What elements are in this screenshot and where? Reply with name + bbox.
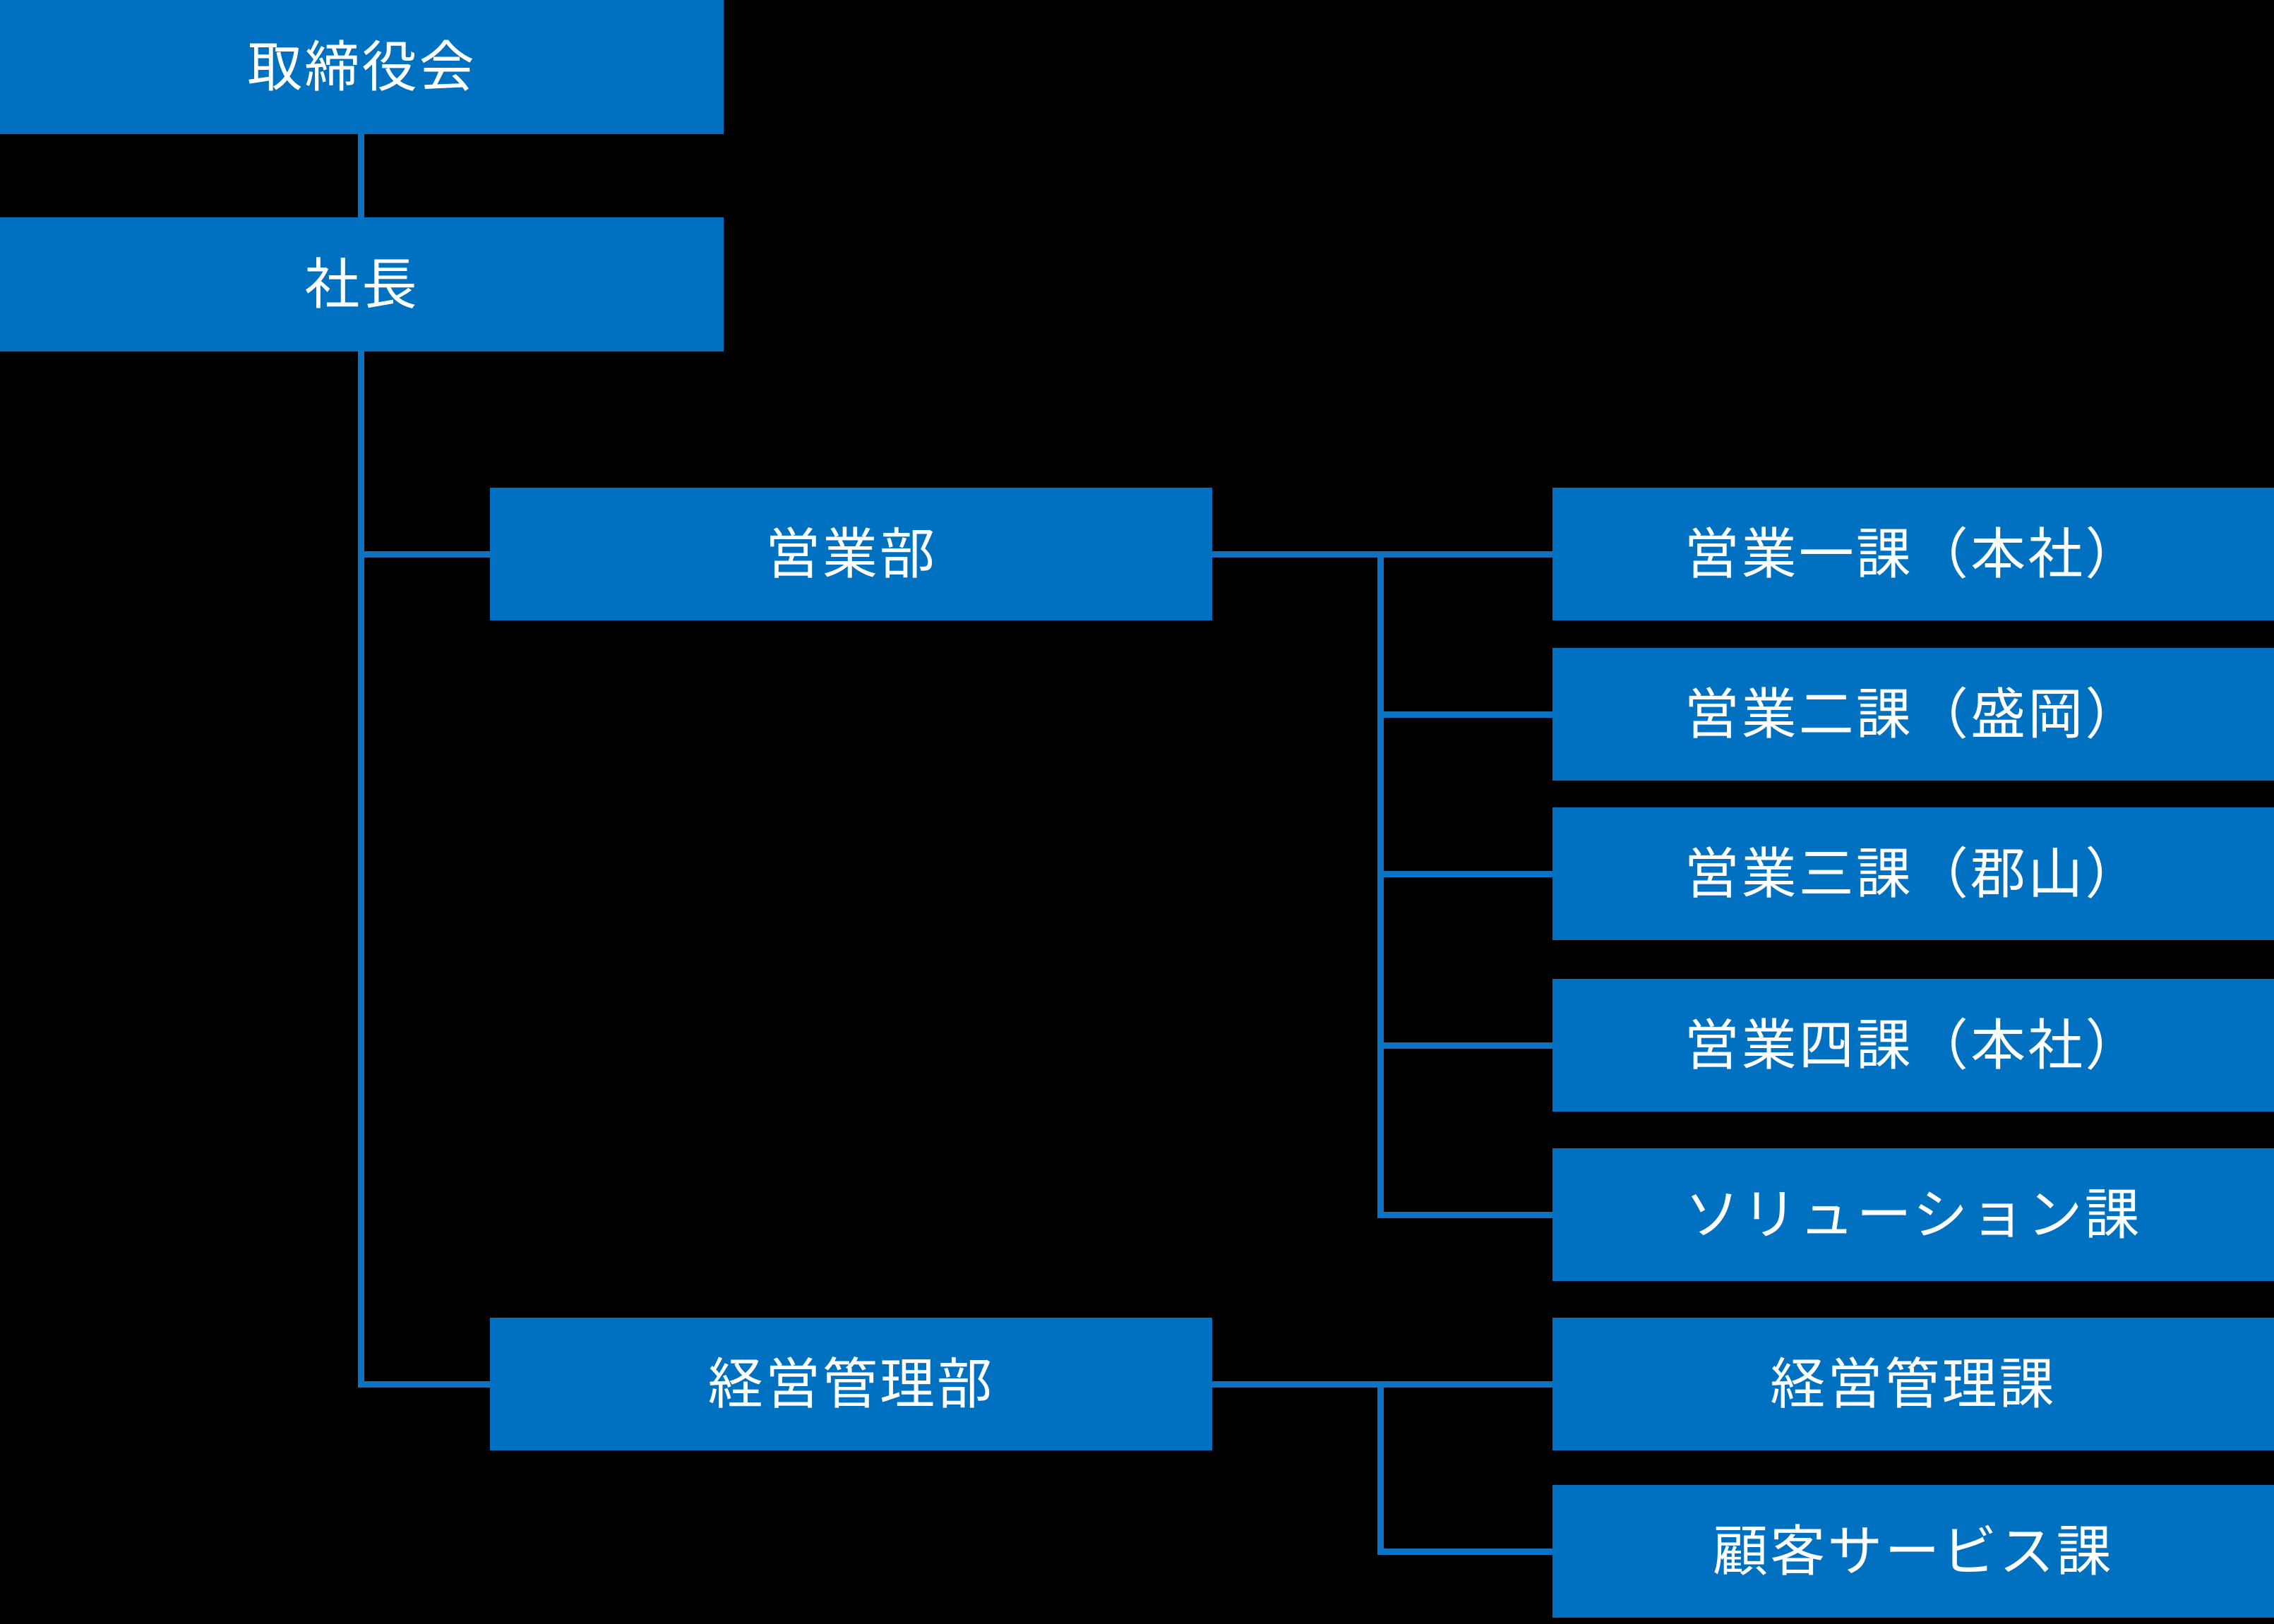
org-box-sales-section-2: 営業二課（盛岡） [1552, 648, 2274, 781]
org-box-sales-section-1: 営業一課（本社） [1552, 488, 2274, 620]
connector-to-admin-department [358, 1381, 490, 1388]
org-box-sales-department: 営業部 [490, 488, 1212, 620]
connector-branch-solution [1377, 1212, 1552, 1218]
org-box-admin-department: 経営管理部 [490, 1318, 1212, 1450]
connector-branch-sales3 [1377, 871, 1552, 877]
org-box-admin-section: 経営管理課 [1552, 1318, 2274, 1450]
connector-board-to-president [358, 134, 364, 217]
connector-branch-customer-service [1377, 1548, 1552, 1555]
org-box-solution-section: ソリューション課 [1552, 1148, 2274, 1281]
connector-to-sales-department [358, 551, 490, 558]
org-box-sales-section-3: 営業三課（郡山） [1552, 807, 2274, 940]
org-box-customer-service-section: 顧客サービス課 [1552, 1485, 2274, 1618]
org-box-sales-section-4: 営業四課（本社） [1552, 979, 2274, 1112]
connector-branch-sales4 [1377, 1042, 1552, 1049]
connector-branch-sales2 [1377, 711, 1552, 718]
connector-admin-trunk [1377, 1381, 1384, 1555]
connector-president-trunk [358, 351, 364, 1388]
org-box-president: 社長 [0, 217, 724, 351]
connector-sales-trunk [1377, 551, 1384, 1218]
org-box-board-of-directors: 取締役会 [0, 0, 724, 134]
